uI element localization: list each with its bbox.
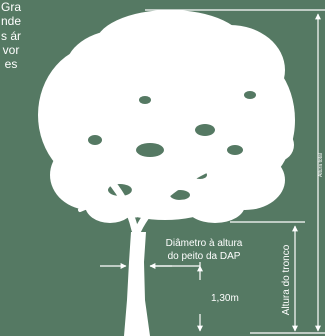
dap-label-line2: do peito da DAP bbox=[168, 251, 241, 262]
total-height-label: Altura total bbox=[318, 153, 324, 177]
dap-diameter-marker bbox=[100, 262, 201, 269]
trunk-height-dimension bbox=[230, 221, 325, 334]
trunk-height-label: Altura do tronco bbox=[281, 244, 292, 315]
breast-height-label: 1,30m bbox=[211, 293, 239, 304]
trunk-body bbox=[124, 232, 150, 336]
total-height-dimension bbox=[145, 9, 325, 332]
side-caption: Grandes árvores bbox=[0, 0, 22, 72]
dap-label-line1: Diâmetro à altura bbox=[166, 238, 243, 249]
tree-trunk bbox=[78, 157, 217, 234]
tree-canopy bbox=[38, 10, 295, 223]
